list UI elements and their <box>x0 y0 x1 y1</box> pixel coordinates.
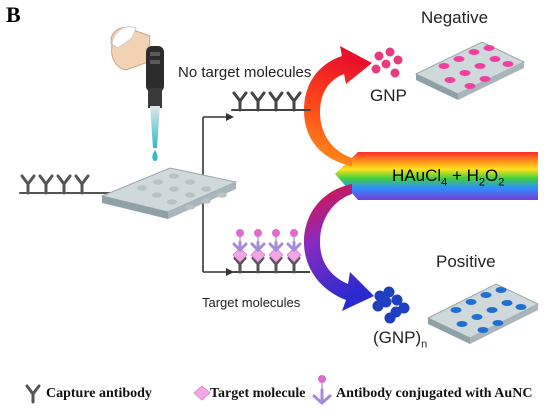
conjugated-antibody-icon <box>312 375 332 405</box>
gnp-aggregate-subscript: n <box>421 338 428 351</box>
positive-label: Positive <box>436 252 496 271</box>
reagent-rainbow-arrow <box>335 152 538 200</box>
legend-target-molecule: Target molecule <box>210 386 306 401</box>
dispersed-gnp <box>371 47 403 78</box>
left-capture-antibodies <box>19 174 111 195</box>
reagent-label: HAuCl4 + H2O2 <box>392 166 504 188</box>
pipette-icon <box>110 26 164 161</box>
lower-curved-arrow <box>304 184 374 311</box>
negative-label: Negative <box>421 8 489 27</box>
gnp-label: GNP <box>370 86 407 105</box>
gnp-aggregate-label: (GNP)n <box>373 328 427 350</box>
reagent-gold-subscript: 4 <box>441 176 448 189</box>
gnp-aggregate-text: (GNP) <box>373 328 422 347</box>
upper-curved-arrow <box>304 46 372 166</box>
aggregated-gnp <box>372 286 410 324</box>
reagent-peroxide-subscript: 2 <box>478 176 486 189</box>
target-molecules-label: Target molecules <box>202 295 301 310</box>
legend-capture-antibody: Capture antibody <box>46 386 152 401</box>
legend-conjugated-antibody: Antibody conjugated with AuNC <box>336 386 533 401</box>
target-molecule-icon <box>193 385 211 401</box>
reagent-gold: HAuCl <box>392 166 442 185</box>
no-target-label: No target molecules <box>178 64 312 81</box>
reagent-o: O <box>485 166 499 185</box>
target-sandwich-complex <box>232 229 310 274</box>
reagent-plus: + H <box>447 166 479 185</box>
reagent-o-subscript: 2 <box>498 176 505 189</box>
negative-plate <box>414 41 526 100</box>
capture-antibody-icon <box>25 384 41 404</box>
positive-plate <box>426 283 540 344</box>
center-microplate <box>100 167 238 219</box>
panel-letter: B <box>6 2 21 27</box>
no-target-antibodies <box>231 91 311 112</box>
